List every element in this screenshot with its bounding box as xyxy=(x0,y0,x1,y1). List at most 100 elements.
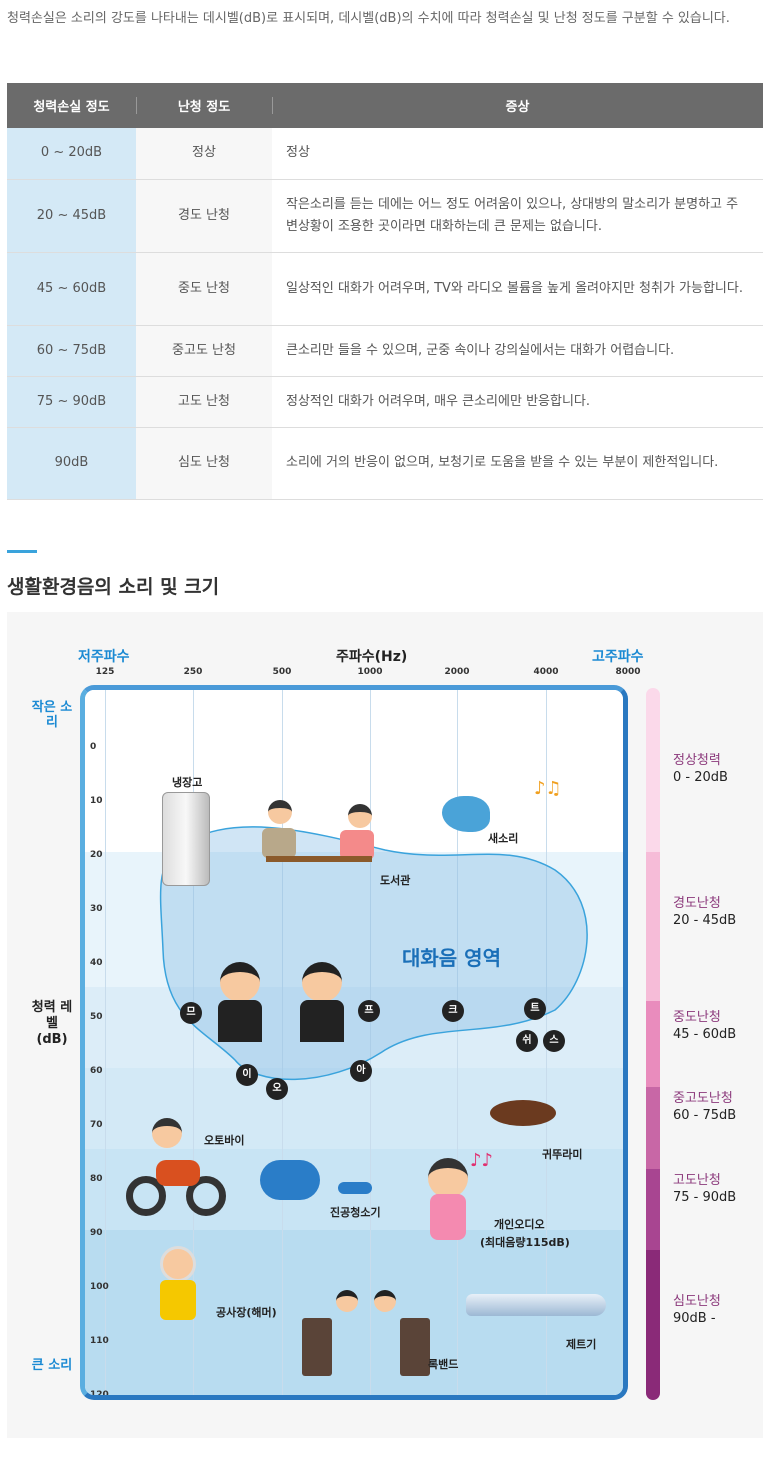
bird-label: 새소리 xyxy=(488,832,519,845)
col-loss: 청력손실 정도 xyxy=(7,83,136,128)
loss-cell: 60 ~ 75dB xyxy=(7,325,136,377)
col-degree: 난청 정도 xyxy=(136,83,272,128)
library-label: 도서관 xyxy=(380,874,411,887)
level-segment xyxy=(646,851,660,1002)
db-tick-label: 90 xyxy=(90,1228,103,1238)
library-people-icon xyxy=(262,800,374,870)
speech-area-blob xyxy=(159,826,588,1081)
phoneme-bubble: 이 xyxy=(236,1064,258,1086)
db-tick-label: 70 xyxy=(90,1120,103,1130)
freq-gridline xyxy=(457,690,458,1395)
db-tick-label: 100 xyxy=(90,1282,109,1292)
phoneme-bubble: 프 xyxy=(358,1000,380,1022)
level-name: 고도난청 xyxy=(673,1173,721,1188)
woman-speaker-icon xyxy=(292,950,352,1042)
loss-cell: 45 ~ 60dB xyxy=(7,252,136,326)
bird-icon xyxy=(442,796,490,832)
speaker-left-icon xyxy=(302,1318,332,1376)
level-range: 45 - 60dB xyxy=(673,1027,737,1042)
level-segment xyxy=(646,1250,660,1400)
loud-label: 큰 소리 xyxy=(31,1358,73,1373)
freq-gridline xyxy=(193,690,194,1395)
loss-cell: 20 ~ 45dB xyxy=(7,179,136,253)
level-range: 90dB - xyxy=(673,1311,716,1326)
table-header: 청력손실 정도 난청 정도 증상 xyxy=(7,83,763,128)
hearing-level-scale xyxy=(646,688,660,1400)
worker-body-icon xyxy=(160,1280,196,1320)
rider-icon xyxy=(152,1118,182,1148)
section-title: 생활환경음의 소리 및 크기 xyxy=(7,576,220,598)
db-tick-label: 10 xyxy=(90,796,103,806)
db-tick-label: 0 xyxy=(90,742,97,752)
freq-tick-label: 4000 xyxy=(533,667,559,677)
hammer-label: 공사장(해머) xyxy=(216,1306,277,1319)
freq-gridline xyxy=(105,690,106,1395)
symptom-cell: 정상적인 대화가 어려우며, 매우 큰소리에만 반응합니다. xyxy=(272,376,763,428)
music-note-icon: ♪♪ xyxy=(470,1150,493,1171)
level-name: 중도난청 xyxy=(673,1010,721,1025)
audio-max-label: (최대음량115dB) xyxy=(480,1236,570,1249)
level-range: 75 - 90dB xyxy=(673,1190,737,1205)
symptom-cell: 소리에 거의 반응이 없으며, 보청기로 도움을 받을 수 있는 부분이 제한적… xyxy=(272,427,763,500)
loss-cell: 0 ~ 20dB xyxy=(7,128,136,180)
degree-cell: 심도 난청 xyxy=(136,427,272,500)
level-segment xyxy=(646,1001,660,1087)
degree-cell: 정상 xyxy=(136,128,272,180)
freq-tick-label: 500 xyxy=(272,667,292,677)
level-segment xyxy=(646,1086,660,1169)
degree-cell: 중고도 난청 xyxy=(136,325,272,377)
low-freq-label: 저주파수 xyxy=(78,649,130,665)
freq-tick-label: 250 xyxy=(183,667,203,677)
fridge-icon xyxy=(162,792,210,886)
level-range: 0 - 20dB xyxy=(673,770,728,785)
speaker-right-icon xyxy=(400,1318,430,1376)
section-accent-bar xyxy=(7,550,37,553)
guitarist-icon xyxy=(336,1290,358,1312)
worker-icon xyxy=(160,1246,196,1282)
listener-body-icon xyxy=(430,1194,466,1240)
level-label: 중도난청 45 - 60dB xyxy=(673,1009,736,1043)
col-symptom: 증상 xyxy=(272,83,763,128)
vacuum-head-icon xyxy=(338,1182,372,1194)
intro-text: 청력손실은 소리의 강도를 나타내는 데시벨(dB)로 표시되며, 데시벨(dB… xyxy=(7,11,730,26)
degree-cell: 중도 난청 xyxy=(136,252,272,326)
symptom-cell: 큰소리만 들을 수 있으며, 군중 속이나 강의실에서는 대화가 어렵습니다. xyxy=(272,325,763,377)
db-tick-label: 80 xyxy=(90,1174,103,1184)
man-speaker-icon xyxy=(210,950,270,1042)
music-note-icon: ♪♫ xyxy=(534,778,562,799)
db-tick-label: 60 xyxy=(90,1066,103,1076)
audio-label: 개인오디오 xyxy=(494,1218,545,1231)
symptom-cell: 정상 xyxy=(272,128,763,180)
degree-cell: 고도 난청 xyxy=(136,376,272,428)
loss-cell: 75 ~ 90dB xyxy=(7,376,136,428)
audio-listener-icon xyxy=(428,1158,468,1198)
phoneme-bubble: 므 xyxy=(180,1002,202,1024)
db-tick-label: 110 xyxy=(90,1336,109,1346)
level-segment xyxy=(646,1168,660,1251)
level-range: 20 - 45dB xyxy=(673,913,737,928)
jet-label: 제트기 xyxy=(566,1338,597,1351)
db-tick-label: 50 xyxy=(90,1012,103,1022)
phoneme-bubble: 쉬 xyxy=(516,1030,538,1052)
db-tick-label: 20 xyxy=(90,850,103,860)
level-label: 고도난청 75 - 90dB xyxy=(673,1172,736,1206)
level-range: 60 - 75dB xyxy=(673,1108,737,1123)
freq-tick-label: 125 xyxy=(95,667,115,677)
singer-icon xyxy=(374,1290,396,1312)
symptom-cell: 작은소리를 듣는 데에는 어느 정도 어려움이 있으나, 상대방의 말소리가 분… xyxy=(272,179,763,253)
degree-cell: 경도 난청 xyxy=(136,179,272,253)
fridge-label: 냉장고 xyxy=(172,776,203,789)
db-tick-label: 120 xyxy=(90,1390,109,1400)
level-name: 심도난청 xyxy=(673,1294,721,1309)
db-tick-label: 30 xyxy=(90,904,103,914)
vacuum-label: 진공청소기 xyxy=(330,1206,381,1219)
cricket-icon xyxy=(490,1100,556,1126)
